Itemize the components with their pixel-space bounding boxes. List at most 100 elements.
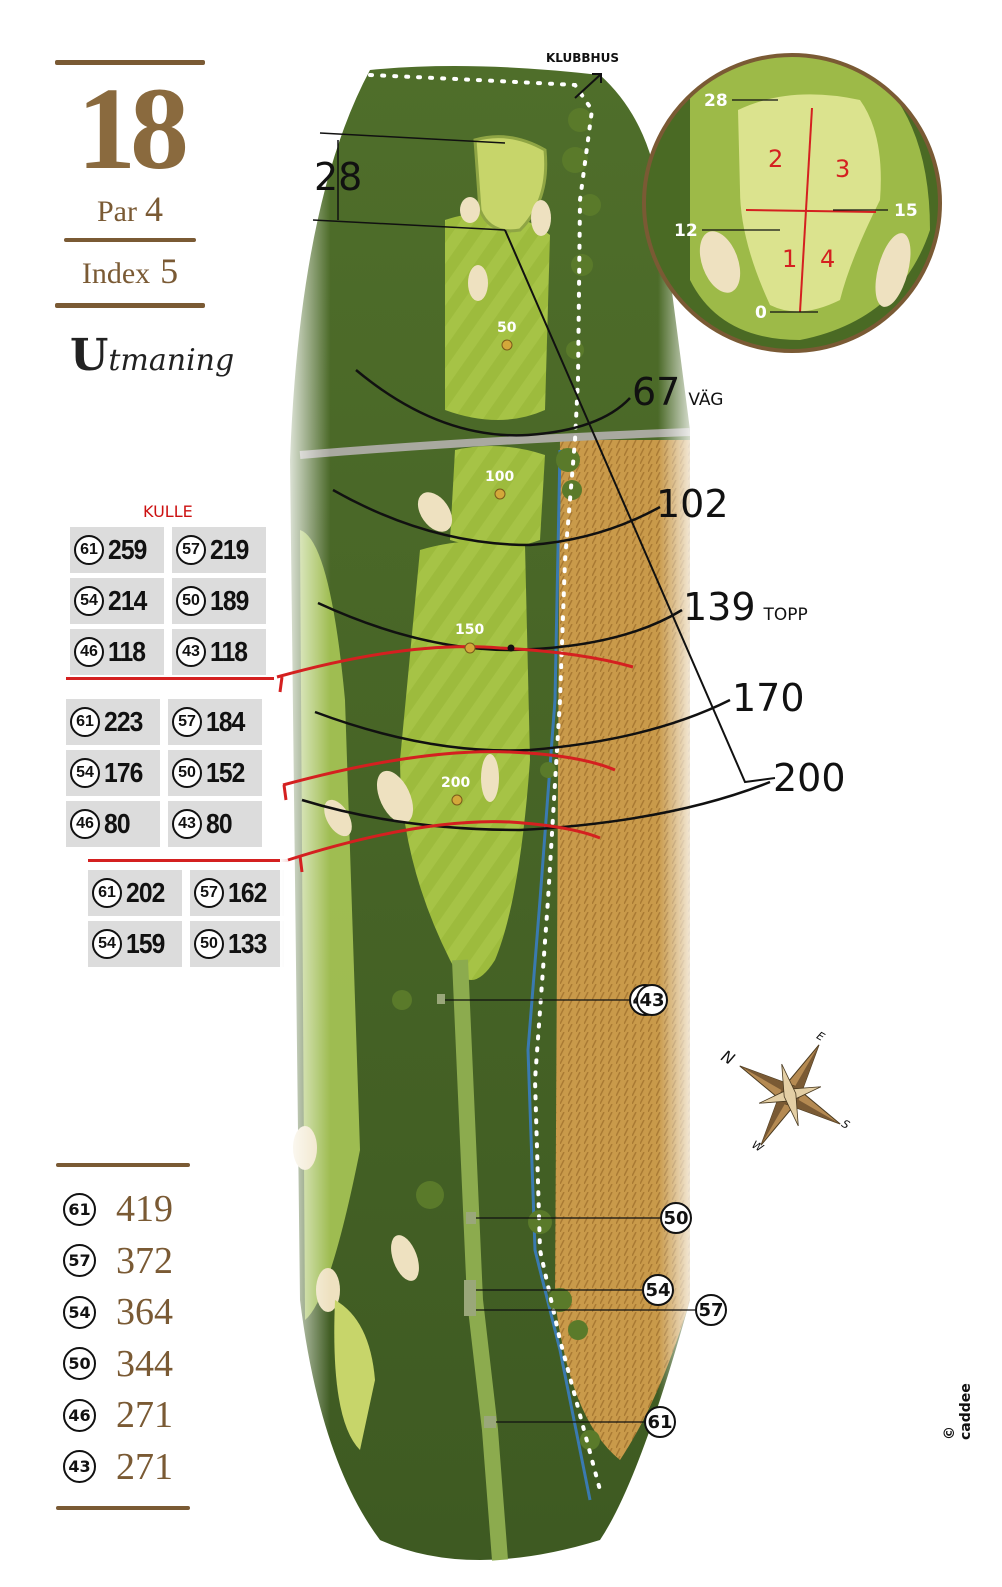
fairway-marker-200: 200 <box>441 775 471 791</box>
green-zone-2: 2 <box>768 145 784 173</box>
carry-distance: 162 <box>228 877 267 908</box>
tee-badge: 50 <box>194 929 224 959</box>
tee-badge: 57 <box>176 535 206 565</box>
green-dist-15: 15 <box>894 201 918 221</box>
tee-badge: 61 <box>63 1192 96 1226</box>
hill-label: KULLE <box>143 502 193 521</box>
carry-distance: 118 <box>210 636 248 667</box>
par-label: Par <box>97 195 137 228</box>
difficulty-label: Utmaning <box>70 330 234 381</box>
tee-total-row: 54 364 <box>63 1288 193 1336</box>
arc-200: 200 <box>773 756 846 800</box>
carry-distance: 176 <box>104 757 143 788</box>
arc-170-value: 170 <box>732 676 805 720</box>
green-dist-12: 12 <box>674 221 698 241</box>
tee-badge: 54 <box>92 929 122 959</box>
tee-total-distance: 419 <box>116 1188 173 1230</box>
totals-bottom-rule <box>56 1506 190 1510</box>
tee-total-row: 46 271 <box>63 1391 193 1439</box>
carry-distance: 80 <box>206 808 233 839</box>
tee-badge: 50 <box>172 758 202 788</box>
tee-badge: 46 <box>70 809 100 839</box>
tee-total-distance: 344 <box>116 1342 173 1385</box>
copyright: © caddee <box>942 1383 974 1440</box>
fairway-marker-150: 150 <box>455 622 485 638</box>
carry-distance: 184 <box>206 706 245 737</box>
carry-distance: 152 <box>206 757 245 788</box>
green-dist-28: 28 <box>704 91 728 111</box>
green-detail <box>642 53 942 353</box>
tee-badge: 61 <box>92 878 122 908</box>
difficulty-initial: U <box>70 330 109 381</box>
tee-badge: 43 <box>176 637 206 667</box>
carry-distance: 214 <box>108 585 147 616</box>
carry-divider-2 <box>88 859 288 862</box>
bottom-rule <box>55 303 205 308</box>
carry-distance: 259 <box>108 534 147 565</box>
arc-139-value: 139 <box>683 585 756 629</box>
tee-marker-50: 50 <box>660 1202 692 1234</box>
arc-170: 170 <box>732 676 805 720</box>
green-zone-3: 3 <box>835 155 851 183</box>
clubhouse-label: KLUBBHUS <box>546 51 619 65</box>
tee-total-distance: 271 <box>116 1394 173 1436</box>
tee-badge: 46 <box>63 1398 96 1432</box>
arc-67-label: VÄG <box>688 390 724 410</box>
green-zone-1: 1 <box>782 245 798 273</box>
tee-badge: 54 <box>74 586 104 616</box>
carry-distance: 223 <box>104 706 143 737</box>
tee-badge: 43 <box>172 809 202 839</box>
mid-rule <box>64 238 196 242</box>
tee-marker-57: 57 <box>695 1294 727 1326</box>
tee-total-distance: 364 <box>116 1291 173 1333</box>
fairway-marker-100: 100 <box>485 469 515 485</box>
compass-rose <box>739 1044 841 1146</box>
tee-badge: 57 <box>63 1244 96 1277</box>
arc-67-value: 67 <box>632 370 681 414</box>
carry-distance: 159 <box>126 928 165 959</box>
carry-divider-1 <box>66 677 274 680</box>
green-depth-label: 28 <box>314 155 363 199</box>
carry-distance: 202 <box>126 877 165 908</box>
arc-67: 67 VÄG <box>632 370 723 414</box>
arc-102-value: 102 <box>656 482 729 526</box>
green-dist-0: 0 <box>755 303 767 323</box>
tee-badge: 54 <box>70 758 100 788</box>
tee-badge: 57 <box>194 878 224 908</box>
arc-200-value: 200 <box>773 756 846 800</box>
index-value: 5 <box>160 251 179 291</box>
carry-distance: 133 <box>228 928 267 959</box>
top-rule <box>55 60 205 65</box>
distance-line <box>504 229 776 784</box>
tee-badge: 50 <box>176 586 206 616</box>
tee-badge: 61 <box>70 707 100 737</box>
tee-badge: 57 <box>172 707 202 737</box>
tee-badge: 61 <box>74 535 104 565</box>
carry-distance: 219 <box>210 534 249 565</box>
tee-total-row: 61 419 <box>63 1185 193 1233</box>
tee-marker-43: 43 <box>636 984 668 1016</box>
carry-distance: 80 <box>104 808 131 839</box>
green-zone-4: 4 <box>820 245 836 273</box>
fairway-marker-50: 50 <box>497 320 517 336</box>
hole-number: 18 <box>77 63 189 194</box>
tee-badge: 54 <box>63 1295 96 1329</box>
